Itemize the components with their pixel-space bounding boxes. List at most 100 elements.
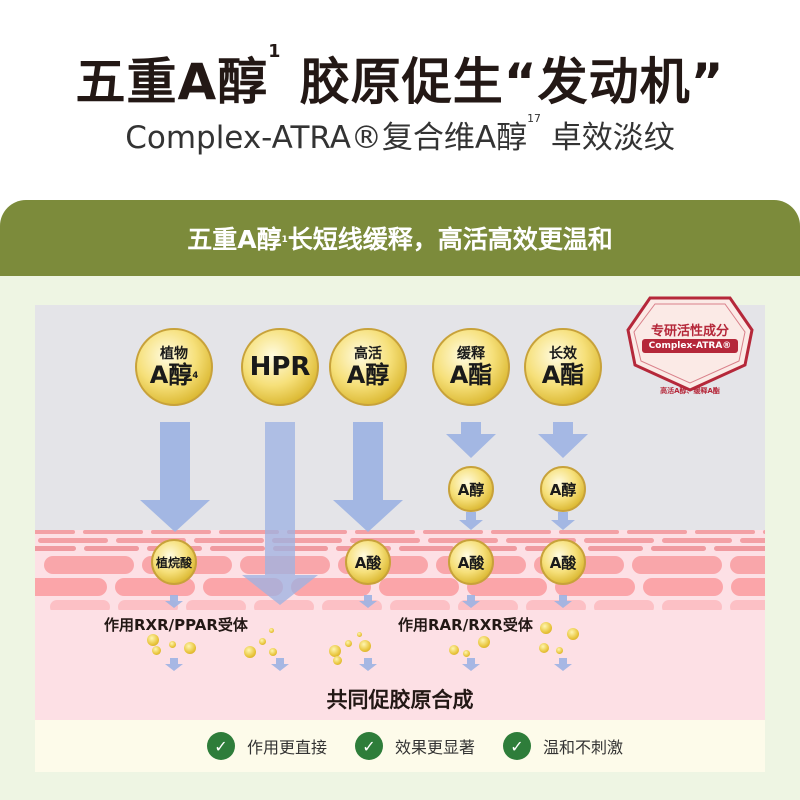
skin-cell [194,538,264,543]
coin-label: A醇 [457,480,485,499]
coin-top-label: 高活 [354,345,382,362]
skin-cell [632,556,722,574]
small-arrow [165,595,183,608]
skin-cell [714,546,765,551]
badge-title: 专研活性成分 [650,324,729,339]
skin-cell [526,600,586,610]
skin-cell [584,538,654,543]
skin-cell [83,530,143,534]
collagen-particle [344,639,352,647]
skin-cell [186,600,246,610]
collagen-particle [268,627,274,633]
coin-label: A酸 [549,553,577,572]
skin-cell [731,578,765,596]
skin-cell [116,538,186,543]
collagen-particle [462,649,470,657]
skin-cell [84,546,139,551]
skin-cell [210,546,265,551]
skin-cell [662,538,732,543]
collagen-particle [332,655,342,665]
intermediate-coin: A醇 [540,466,586,512]
intermediate-coin: A醇 [448,466,494,512]
skin-cell [662,600,722,610]
skin-cell [730,600,765,610]
collagen-particle [183,642,196,654]
collagen-particle [448,645,459,655]
badge-name: Complex-ATRA® [642,339,738,353]
skin-cell [594,600,654,610]
skin-cell [219,530,279,534]
result-label: 共同促胶原合成 [326,688,474,712]
collagen-particle [258,637,266,645]
collagen-particle [356,631,362,637]
skin-cell [491,530,551,534]
coin-top-label: 长效 [549,345,577,362]
skin-cell [458,600,518,610]
small-arrow [165,658,183,671]
skin-cell [588,546,643,551]
receptor-label-2: 作用RAR/RXR受体 [398,616,533,634]
benefit-1: ✓作用更直接 [206,732,327,760]
collagen-particle [566,628,579,640]
skin-cell [740,538,765,543]
skin-cell [35,578,107,596]
coin-label: HPR [249,352,311,382]
skin-cell [287,530,347,534]
headline: 五重A醇1 胶原促生“发动机” [75,42,725,111]
active-coin: 植烷酸 [151,539,197,585]
collagen-particle [268,648,277,656]
small-arrow [271,658,289,671]
collagen-particle [538,643,549,653]
skin-cell [151,530,211,534]
small-arrow [359,595,377,608]
coin-label: A醇 [549,480,577,499]
skin-cell [467,578,547,596]
collagen-particle [243,646,256,658]
small-arrow [554,595,572,608]
coin-label: A酯 [541,360,585,389]
arrow-5 [538,422,588,458]
benefit-3: ✓温和不刺激 [503,732,623,760]
skin-cell [763,530,765,534]
coin-top-label: 缓释 [457,345,485,362]
skin-cell [506,538,576,543]
skin-cell [399,546,454,551]
coin-top-label: 植物 [160,345,188,362]
skin-cell [730,556,765,574]
benefits-bar: ✓作用更直接 ✓效果更显著 ✓温和不刺激 [35,720,765,772]
check-icon: ✓ [503,732,531,760]
source-coin-2: HPR [241,328,319,406]
skin-cell [38,538,108,543]
skin-cell [118,600,178,610]
coin-label: A酸 [354,553,382,572]
coin-label: A酯 [449,360,493,389]
coin-label: 植烷酸 [155,555,192,570]
skin-cell [379,578,459,596]
coin-label: A醇4 [149,360,199,389]
benefit-2: ✓效果更显著 [354,732,475,760]
skin-cell [350,538,420,543]
collagen-particle [555,646,563,654]
check-icon: ✓ [354,732,383,760]
skin-cell [272,538,342,543]
collagen-particle [146,634,159,646]
skin-cell [559,530,619,534]
small-arrow [462,595,480,608]
badge-note: 高活A醇、缓释A酯 [660,387,720,395]
collagen-particle [151,645,161,655]
collagen-particle [168,640,176,648]
skin-cell [322,600,382,610]
skin-cell [627,530,687,534]
skin-cell [695,530,755,534]
skin-cell [390,600,450,610]
complex-atra-badge: 专研活性成分 Complex-ATRA® 高活A醇、缓释A酯 [620,290,760,400]
arrow-1 [140,422,210,532]
collagen-particle [477,636,490,648]
skin-cell [423,530,483,534]
skin-cell [555,578,635,596]
active-coin: A酸 [345,539,391,585]
